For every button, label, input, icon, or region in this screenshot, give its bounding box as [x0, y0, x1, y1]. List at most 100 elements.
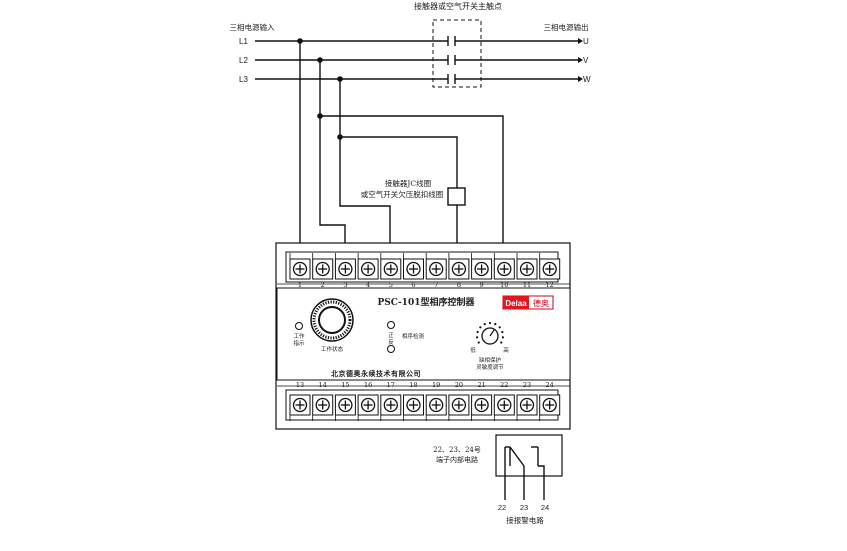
terminal-label: 18 — [409, 381, 417, 389]
terminal-label: 7 — [434, 281, 438, 289]
terminal-label: 24 — [546, 381, 554, 389]
relay-pin-22: 22 — [498, 503, 506, 512]
dial-tick — [494, 323, 497, 326]
contactor-dashed-box — [432, 19, 482, 88]
dial-tick — [479, 326, 482, 329]
output-label: 三相电源输出 — [544, 22, 589, 32]
dial-tick — [501, 330, 504, 334]
status-label-2: 指示 — [293, 339, 305, 347]
terminal-11[interactable] — [516, 258, 538, 280]
terminal-23[interactable] — [516, 394, 538, 416]
dial-tick — [477, 341, 480, 344]
knob-caption: 工作状态 — [321, 345, 344, 353]
phase-w-label: W — [583, 75, 591, 84]
terminal-label: 20 — [455, 381, 463, 389]
phase-u-label: U — [583, 37, 589, 46]
work-state-knob[interactable] — [310, 298, 354, 342]
phase-l1-label: L1 — [239, 37, 248, 46]
main-contact-label: 接触器或空气开关主触点 — [414, 1, 502, 11]
relay-note-2: 端子内部电路 — [436, 455, 478, 464]
maker-label: 北京德奥永续技术有限公司 — [331, 369, 421, 378]
terminal-label: 3 — [343, 281, 347, 289]
phase-l2-label: L2 — [239, 56, 248, 65]
terminal-10[interactable] — [493, 258, 515, 280]
terminal-label: 13 — [296, 381, 304, 389]
phase-detect-label: 相序检测 — [402, 332, 425, 340]
terminal-label: 6 — [411, 281, 415, 289]
terminal-22[interactable] — [493, 394, 515, 416]
terminal-label: 23 — [523, 381, 531, 389]
terminal-19[interactable] — [425, 394, 447, 416]
model-label: PSC-101型相序控制器 — [378, 296, 476, 308]
terminal-label: 12 — [546, 281, 554, 289]
dial-caption-1: 缺相保护 — [479, 356, 502, 364]
terminal-8[interactable] — [448, 258, 470, 280]
phase-lines — [255, 36, 583, 84]
status-indicator — [295, 322, 303, 330]
terminal-20[interactable] — [448, 394, 470, 416]
relay-note-1: 22、23、24号 — [433, 446, 481, 454]
terminal-label: 8 — [457, 281, 461, 289]
alarm-label: 接报警电路 — [506, 515, 544, 525]
relay-pin-23: 23 — [520, 503, 528, 512]
terminal-24[interactable] — [539, 394, 561, 416]
led-forward-label: 正 — [388, 332, 394, 339]
terminal-21[interactable] — [471, 394, 493, 416]
terminal-label: 11 — [523, 281, 531, 289]
led-forward — [387, 321, 395, 329]
sensitivity-dial[interactable] — [475, 321, 505, 345]
terminal-14[interactable] — [312, 394, 334, 416]
led-reverse — [387, 345, 395, 353]
brand-cn: 德奥 — [533, 298, 549, 308]
terminal-label: 10 — [500, 281, 508, 289]
coil-label-1: 接触器JC线圈 — [385, 178, 431, 188]
terminal-12[interactable] — [539, 258, 561, 280]
relay-pin-24: 24 — [541, 503, 549, 512]
dial-tick — [498, 326, 501, 329]
status-label-1: 工作 — [293, 332, 305, 340]
relay-contacts — [504, 446, 545, 500]
brand-badge-red — [503, 296, 529, 309]
dial-tick — [500, 341, 503, 344]
terminal-label: 22 — [500, 381, 508, 389]
brand-en: Delaa — [505, 299, 527, 308]
terminal-4[interactable] — [357, 258, 379, 280]
terminal-5[interactable] — [380, 258, 402, 280]
dial-tick — [501, 336, 505, 339]
dial-tick — [483, 323, 486, 326]
terminal-3[interactable] — [334, 258, 356, 280]
dial-tick — [475, 336, 479, 339]
terminal-label: 4 — [366, 281, 370, 289]
terminal-label: 1 — [298, 281, 302, 289]
terminal-15[interactable] — [334, 394, 356, 416]
terminal-label: 15 — [341, 381, 349, 389]
dial-high-label: 高 — [503, 346, 509, 354]
terminal-16[interactable] — [357, 394, 379, 416]
terminal-2[interactable] — [312, 258, 334, 280]
terminal-label: 9 — [480, 281, 484, 289]
terminal-label: 16 — [364, 381, 372, 389]
terminal-label: 5 — [389, 281, 393, 289]
coil-label-2: 或空气开关欠压脱扣线圈 — [361, 189, 444, 199]
terminal-1[interactable] — [289, 258, 311, 280]
dial-tick — [488, 321, 492, 325]
dial-tick — [476, 330, 479, 334]
terminal-18[interactable] — [403, 394, 424, 416]
coil-box — [447, 187, 466, 206]
terminal-label: 17 — [387, 381, 395, 389]
terminal-7[interactable] — [425, 258, 447, 280]
led-reverse-label: 反 — [388, 338, 394, 346]
terminal-9[interactable] — [471, 258, 493, 280]
terminal-6[interactable] — [403, 258, 424, 280]
dial-caption-2: 灵敏度调节 — [476, 363, 504, 371]
dial-low-label: 低 — [470, 346, 476, 354]
input-label: 三相电源输入 — [230, 22, 275, 32]
terminal-label: 19 — [432, 381, 440, 389]
terminal-17[interactable] — [380, 394, 402, 416]
terminal-label: 2 — [321, 281, 325, 289]
terminal-13[interactable] — [289, 394, 311, 416]
phase-l3-label: L3 — [239, 75, 248, 84]
